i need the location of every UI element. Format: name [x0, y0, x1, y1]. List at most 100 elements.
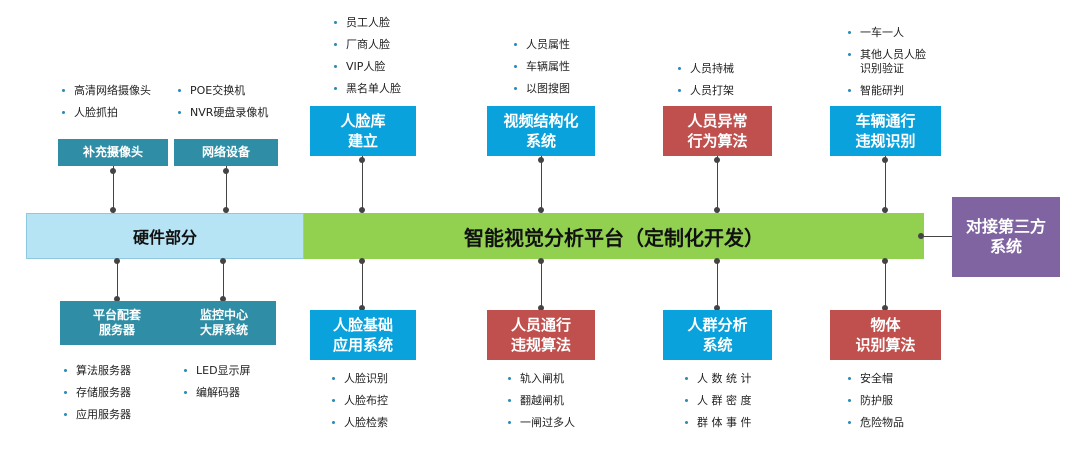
- platform-label: 智能视觉分析平台（定制化开发）: [464, 225, 764, 250]
- connector-dot: [918, 233, 924, 239]
- hardware-section-label: 硬件部分: [132, 228, 197, 247]
- platform-servers-list: 算法服务器 存储服务器 应用服务器: [62, 364, 131, 430]
- list-item: 安全帽: [846, 372, 904, 394]
- connector-dot: [882, 157, 888, 163]
- connector-dot: [359, 207, 365, 213]
- connector-dot: [882, 258, 888, 264]
- network-equipment-list: POE交换机 NVR硬盘录像机: [176, 84, 268, 128]
- list-item: 人脸抓拍: [60, 106, 151, 128]
- list-item: POE交换机: [176, 84, 268, 106]
- list-item: LED显示屏: [182, 364, 251, 386]
- list-item: 其他人员人脸 识别验证: [846, 48, 926, 84]
- third-party-label: 对接第三方 系统: [965, 217, 1046, 256]
- list-item: 人员持械: [676, 62, 734, 84]
- third-party-box: 对接第三方 系统: [952, 197, 1060, 277]
- list-item: 编解码器: [182, 386, 251, 408]
- monitoring-center-label: 监控中心 大屏系统: [199, 308, 248, 337]
- network-equipment-label: 网络设备: [201, 145, 250, 159]
- list-item: 危险物品: [846, 416, 904, 438]
- connector-line: [113, 166, 114, 213]
- list-item: 人员打架: [676, 84, 734, 106]
- connector-dot: [538, 207, 544, 213]
- connector-dot: [114, 258, 120, 264]
- face-library-box: 人脸库 建立: [310, 106, 416, 156]
- video-structuring-box: 视频结构化 系统: [487, 106, 595, 156]
- list-item: 翻越闸机: [506, 394, 575, 416]
- personnel-violation-box: 人员通行 违规算法: [487, 310, 595, 360]
- face-library-list: 员工人脸 厂商人脸 VIP人脸 黑名单人脸: [332, 16, 401, 104]
- list-item: 人脸布控: [330, 394, 388, 416]
- vehicle-violation-list: 一车一人 其他人员人脸 识别验证 智能研判: [846, 26, 926, 106]
- connector-line: [541, 259, 542, 310]
- object-recognition-box: 物体 识别算法: [830, 310, 941, 360]
- connector-line: [362, 156, 363, 213]
- crowd-analysis-box: 人群分析 系统: [663, 310, 772, 360]
- object-recognition-label: 物体 识别算法: [855, 316, 916, 354]
- video-structuring-list: 人员属性 车辆属性 以图搜图: [512, 38, 570, 104]
- list-item: 轨入闸机: [506, 372, 575, 394]
- list-item: 人 群 密 度: [683, 394, 752, 416]
- list-item: 应用服务器: [62, 408, 131, 430]
- connector-dot: [882, 207, 888, 213]
- list-item: 黑名单人脸: [332, 82, 401, 104]
- connector-line: [717, 259, 718, 310]
- list-item: 存储服务器: [62, 386, 131, 408]
- object-recognition-list: 安全帽 防护服 危险物品: [846, 372, 904, 438]
- list-item: 人 数 统 计: [683, 372, 752, 394]
- vehicle-violation-label: 车辆通行 违规识别: [855, 112, 916, 150]
- abnormal-behavior-label: 人员异常 行为算法: [687, 112, 748, 150]
- connector-dot: [714, 157, 720, 163]
- connector-dot: [110, 168, 116, 174]
- abnormal-behavior-box: 人员异常 行为算法: [663, 106, 772, 156]
- platform-bar: 智能视觉分析平台（定制化开发）: [304, 213, 924, 259]
- connector-line: [117, 259, 118, 301]
- connector-dot: [538, 258, 544, 264]
- personnel-violation-label: 人员通行 违规算法: [510, 316, 571, 354]
- list-item: 以图搜图: [512, 82, 570, 104]
- supplement-camera-list: 高清网络摄像头 人脸抓拍: [60, 84, 151, 128]
- third-party-connector: [924, 236, 952, 237]
- list-item: 员工人脸: [332, 16, 401, 38]
- platform-servers-box: 平台配套 服务器: [60, 301, 174, 345]
- abnormal-behavior-list: 人员持械 人员打架: [676, 62, 734, 106]
- supplement-camera-box: 补充摄像头: [58, 139, 168, 166]
- list-item: 高清网络摄像头: [60, 84, 151, 106]
- list-item: 一闸过多人: [506, 416, 575, 438]
- connector-dot: [223, 168, 229, 174]
- connector-line: [885, 259, 886, 310]
- list-item: VIP人脸: [332, 60, 401, 82]
- crowd-analysis-label: 人群分析 系统: [687, 316, 748, 354]
- list-item: 群 体 事 件: [683, 416, 752, 438]
- hardware-section-bar: 硬件部分: [26, 213, 304, 259]
- list-item: 人脸检索: [330, 416, 388, 438]
- monitoring-center-list: LED显示屏 编解码器: [182, 364, 251, 408]
- vehicle-violation-box: 车辆通行 违规识别: [830, 106, 941, 156]
- connector-dot: [714, 258, 720, 264]
- face-basic-app-label: 人脸基础 应用系统: [332, 316, 393, 354]
- connector-line: [226, 166, 227, 213]
- list-item: 厂商人脸: [332, 38, 401, 60]
- face-library-label: 人脸库 建立: [340, 112, 386, 150]
- list-item: 人脸识别: [330, 372, 388, 394]
- connector-dot: [220, 258, 226, 264]
- platform-servers-label: 平台配套 服务器: [92, 308, 141, 337]
- connector-line: [885, 156, 886, 213]
- crowd-analysis-list: 人 数 统 计 人 群 密 度 群 体 事 件: [683, 372, 752, 438]
- connector-dot: [882, 305, 888, 311]
- connector-dot: [359, 258, 365, 264]
- connector-line: [362, 259, 363, 310]
- list-item: 防护服: [846, 394, 904, 416]
- connector-line: [223, 259, 224, 301]
- connector-dot: [714, 207, 720, 213]
- connector-dot: [714, 305, 720, 311]
- list-item: 车辆属性: [512, 60, 570, 82]
- list-item: 算法服务器: [62, 364, 131, 386]
- list-item: NVR硬盘录像机: [176, 106, 268, 128]
- connector-line: [717, 156, 718, 213]
- personnel-violation-list: 轨入闸机 翻越闸机 一闸过多人: [506, 372, 575, 438]
- connector-dot: [110, 207, 116, 213]
- connector-line: [541, 156, 542, 213]
- connector-dot: [359, 305, 365, 311]
- connector-dot: [538, 157, 544, 163]
- face-basic-app-box: 人脸基础 应用系统: [310, 310, 416, 360]
